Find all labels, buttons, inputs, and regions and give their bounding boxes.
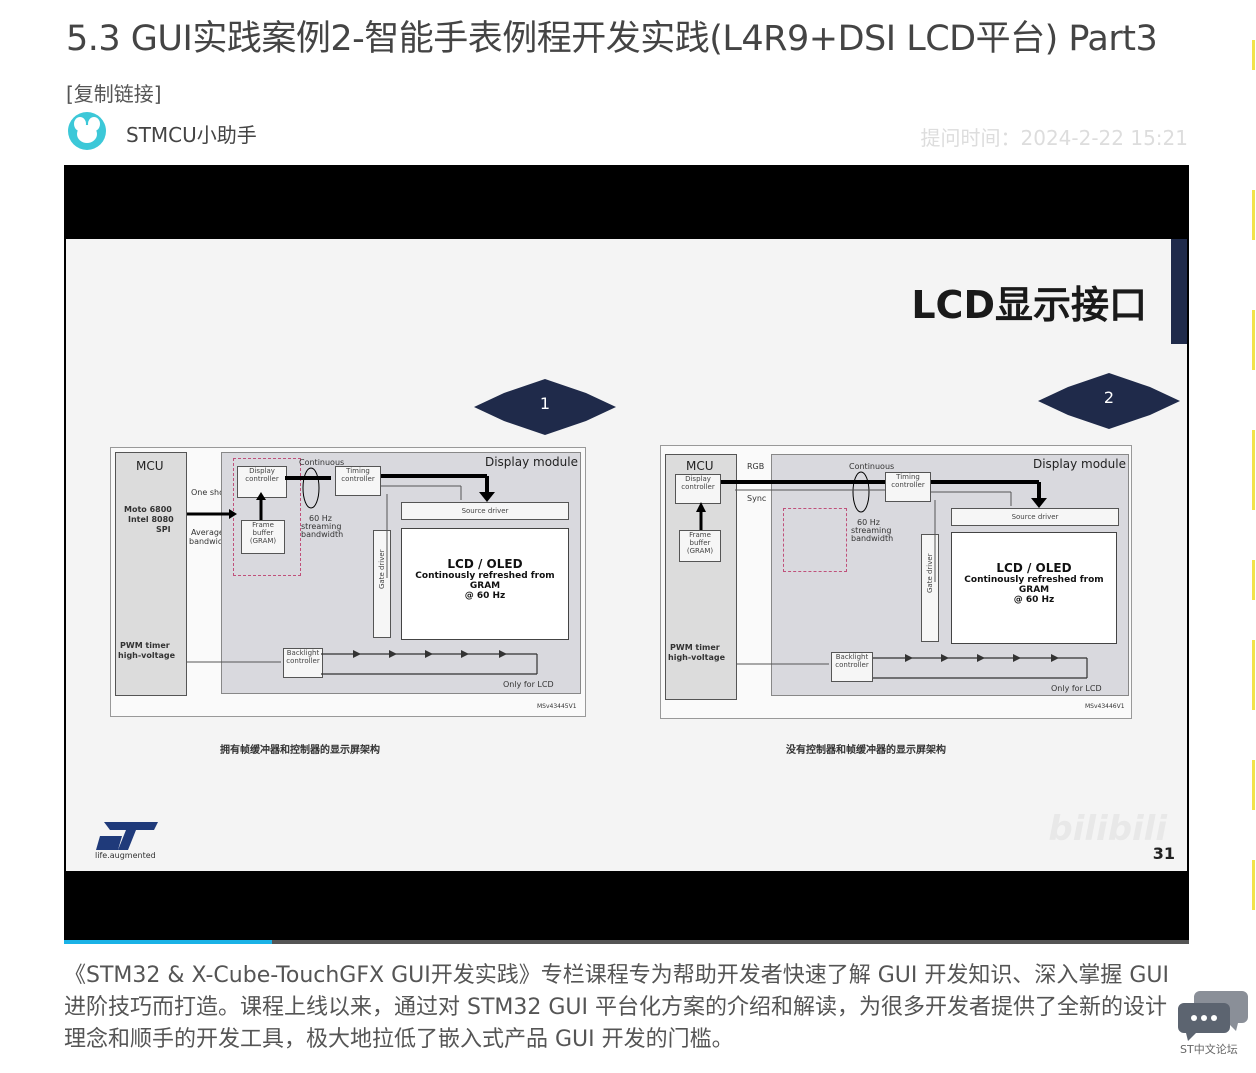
bilibili-watermark: bilibili — [1048, 809, 1167, 849]
lcd-panel: LCD / OLED Continously refreshed from GR… — [401, 528, 569, 640]
st-logo-icon — [96, 822, 158, 850]
badge-2: 2 — [1038, 373, 1180, 429]
slide-accent-bar — [1171, 239, 1187, 344]
video-progress-bar[interactable] — [64, 940, 1189, 944]
st-tagline: life.augmented — [95, 851, 156, 860]
chat-label: ST中文论坛 — [1180, 1043, 1238, 1056]
video-progress-fill — [64, 940, 273, 944]
mcu-label: MCU — [136, 459, 164, 473]
empty-controller-area — [783, 508, 847, 572]
post-title: 5.3 GUI实践案例2-智能手表例程开发实践(L4R9+DSI LCD平台) … — [66, 19, 1158, 59]
lcd-panel-2: LCD / OLED Continously refreshed from GR… — [951, 532, 1117, 644]
avatar[interactable] — [68, 112, 106, 150]
post-description: 《STM32 & X-Cube-TouchGFX GUI开发实践》专栏课程专为帮… — [64, 963, 1169, 1052]
slide-page-number: 31 — [1152, 844, 1175, 863]
post-time: 提问时间：2024-2-22 15:21 — [920, 126, 1189, 150]
author-name[interactable]: STMCU小助手 — [126, 123, 257, 147]
slide: LCD显示接口 1 2 MCU Moto 6800 Intel 8080 SPI… — [66, 239, 1187, 871]
source-driver-2: Source driver — [951, 508, 1119, 526]
source-driver: Source driver — [401, 502, 569, 520]
badge-1-number: 1 — [539, 394, 551, 413]
author-row: STMCU小助手 提问时间：2024-2-22 15:21 — [68, 112, 1188, 152]
mcu-block: MCU Moto 6800 Intel 8080 SPI PWM timer h… — [115, 452, 187, 696]
copy-link-button[interactable]: [复制链接] — [66, 82, 162, 106]
diagram2-caption: 没有控制器和帧缓冲器的显示屏架构 — [786, 745, 946, 756]
forum-chat-button[interactable]: ST中文论坛 — [1178, 985, 1250, 1057]
diagram2-connectors — [696, 471, 1088, 679]
badge-1: 1 — [474, 379, 616, 435]
badge-2-number: 2 — [1103, 388, 1115, 407]
slide-title: LCD显示接口 — [911, 283, 1147, 327]
chat-bubbles-icon — [1178, 991, 1248, 1041]
diagram1-caption: 拥有帧缓冲器和控制器的显示屏架构 — [220, 745, 380, 756]
diagram1-connectors — [187, 467, 538, 675]
scroll-marker-strip — [1252, 0, 1256, 1073]
diagram-with-controller: MCU Moto 6800 Intel 8080 SPI PWM timer h… — [110, 447, 586, 717]
controller-highlight — [233, 458, 301, 576]
video-player[interactable]: LCD显示接口 1 2 MCU Moto 6800 Intel 8080 SPI… — [64, 165, 1189, 944]
